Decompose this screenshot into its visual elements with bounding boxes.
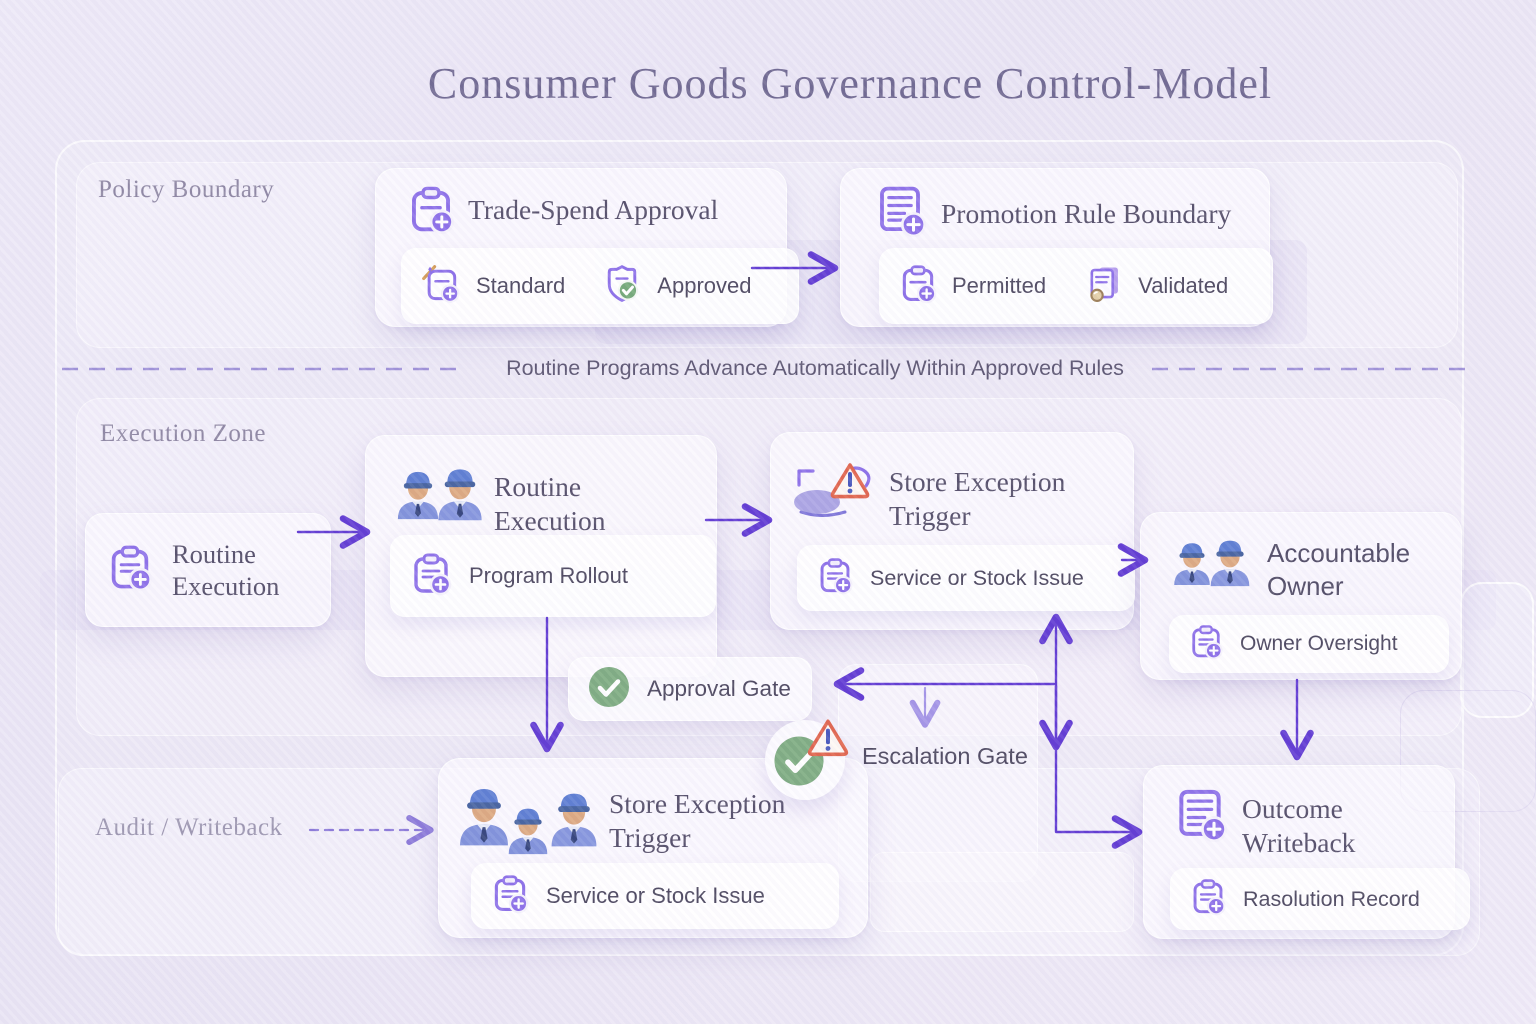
node-routine-execution: Routine Execution Program Rollout <box>365 435 717 677</box>
item-label: Permitted <box>952 273 1047 298</box>
item-label: Standard <box>476 273 566 298</box>
workers-pair-icon <box>1169 525 1255 597</box>
promotion-rule-items: Permitted Validated <box>879 248 1273 324</box>
item-label: Service or Stock Issue <box>546 883 765 908</box>
trade-spend-items: Standard Approved <box>401 248 799 324</box>
node-title: Routine Execution <box>172 538 280 601</box>
node-title: Promotion Rule Boundary <box>941 198 1232 229</box>
clipboard-search-icon <box>1084 264 1124 309</box>
check-circle-icon <box>587 665 631 714</box>
node-title: Trade-Spend Approval <box>468 194 719 225</box>
clipboard-plus-icon <box>1188 624 1224 665</box>
node-promotion-rule-boundary: Promotion Rule Boundary Permitted <box>840 168 1273 327</box>
node-title: Routine Execution <box>494 471 606 536</box>
clipboard-plus-icon <box>1189 878 1227 921</box>
zone-label-execution: Execution Zone <box>100 420 266 447</box>
routine-execution-items: Program Rollout <box>390 535 716 617</box>
zone-label-audit: Audit / Writeback <box>95 814 283 841</box>
node-outcome-writeback: Outcome Writeback Rasolution Record <box>1143 765 1470 939</box>
store-exception-audit-items: Service or Stock Issue <box>471 863 839 929</box>
store-exception-items: Service or Stock Issue <box>797 545 1135 611</box>
outcome-writeback-items: Rasolution Record <box>1170 868 1470 930</box>
cart-warning-icon <box>789 457 875 528</box>
node-approval-gate: Approval Gate <box>568 657 812 721</box>
node-title: Outcome Writeback <box>1242 793 1356 858</box>
node-title: Store Exception Trigger <box>889 466 1066 531</box>
node-accountable-owner: Accountable Owner Owner Oversight <box>1140 512 1462 680</box>
item-label: Program Rollout <box>469 563 628 588</box>
page-title: Consumer Goods Governance Control-Model <box>427 59 1273 108</box>
clipboard-pen-plus-icon <box>420 263 462 310</box>
clipboard-plus-icon <box>106 544 154 597</box>
node-trade-spend-approval: Trade-Spend Approval Standard <box>375 168 799 327</box>
item-label: Service or Stock Issue <box>870 565 1084 590</box>
document-plus-icon <box>1172 786 1228 847</box>
divider-caption: Routine Programs Advance Automatically W… <box>506 356 1124 380</box>
clipboard-plus-icon <box>409 552 453 601</box>
escalation-gate-label: Escalation Gate <box>862 743 1028 769</box>
node-routine-execution-source: Routine Execution <box>85 513 331 627</box>
clipboard-plus-icon <box>406 185 456 240</box>
item-label: Validated <box>1138 273 1229 298</box>
decor-outline-right-1 <box>1460 582 1534 718</box>
badge-check-icon <box>601 263 643 310</box>
item-label: Rasolution Record <box>1243 886 1420 911</box>
clipboard-plus-icon <box>898 264 938 309</box>
item-label: Owner Oversight <box>1240 632 1398 655</box>
document-plus-icon <box>873 183 927 242</box>
workers-pair-icon <box>392 452 488 532</box>
zone-label-policy: Policy Boundary <box>98 176 275 203</box>
node-title: Store Exception Trigger <box>609 788 786 853</box>
node-store-exception-trigger: Store Exception Trigger Service or Stock… <box>770 432 1135 630</box>
node-store-exception-trigger-audit: Store Exception Trigger Service or Stock… <box>438 758 868 938</box>
clipboard-plus-icon <box>816 557 854 600</box>
accountable-owner-items: Owner Oversight <box>1169 615 1449 673</box>
clipboard-plus-icon <box>490 874 530 919</box>
item-label: Approved <box>657 273 752 298</box>
workers-trio-icon <box>453 767 611 867</box>
warning-triangle-icon <box>806 718 850 763</box>
node-title: Accountable Owner <box>1267 538 1411 602</box>
node-label: Approval Gate <box>647 676 791 701</box>
